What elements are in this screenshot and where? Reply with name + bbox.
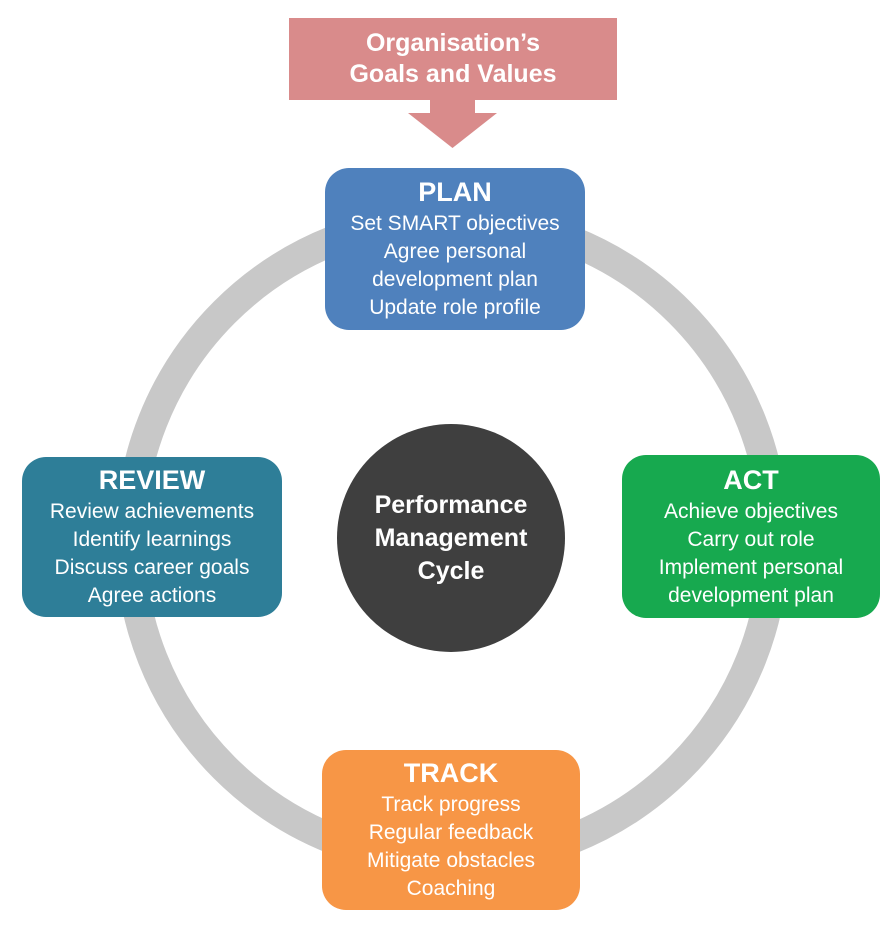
goals-banner: Organisation’s Goals and Values (289, 18, 617, 100)
act-node: ACT Achieve objectives Carry out role Im… (622, 455, 880, 618)
act-item: Implement personal development plan (658, 555, 844, 607)
act-title: ACT (723, 464, 779, 495)
track-item: Mitigate obstacles (366, 849, 536, 872)
plan-item: Agree personal development plan (372, 240, 538, 291)
goals-banner-line1: Organisation’s (365, 29, 541, 57)
goals-banner-line2: Goals and Values (349, 60, 557, 88)
review-node: REVIEW Review achievements Identify lear… (22, 457, 282, 617)
down-arrow-icon (408, 100, 497, 148)
track-item: Coaching (406, 877, 496, 900)
review-item: Identify learnings (72, 528, 232, 551)
act-item: Achieve objectives (664, 499, 838, 523)
down-arrow-shape (408, 100, 497, 148)
track-node: TRACK Track progress Regular feedback Mi… (322, 750, 580, 910)
plan-item: Update role profile (369, 296, 541, 319)
center-label-line1: Performance (374, 490, 528, 519)
center-circle: Performance Management Cycle (337, 424, 565, 652)
track-item: Track progress (381, 793, 521, 816)
review-item: Agree actions (87, 584, 217, 607)
plan-node: PLAN Set SMART objectives Agree personal… (325, 168, 585, 330)
review-item: Discuss career goals (54, 556, 250, 579)
center-label-line2: Management (374, 523, 528, 552)
plan-item: Set SMART objectives (350, 212, 560, 235)
review-item: Review achievements (49, 500, 255, 523)
review-title: REVIEW (98, 465, 206, 495)
track-title: TRACK (403, 758, 499, 788)
center-label-line3: Cycle (417, 556, 485, 585)
track-item: Regular feedback (368, 821, 534, 844)
plan-title: PLAN (418, 177, 492, 207)
act-item: Carry out role (687, 527, 815, 551)
